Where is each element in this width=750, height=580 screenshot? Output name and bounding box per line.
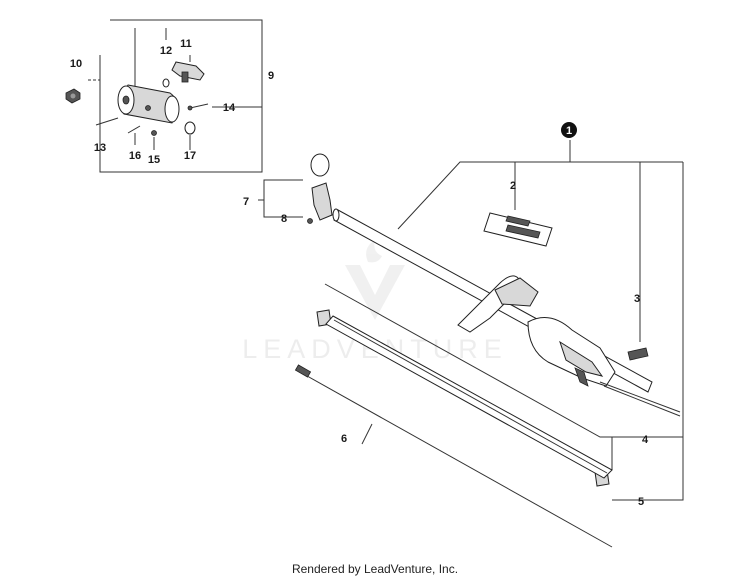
guard-parts: [316, 283, 683, 487]
nut-15: [151, 130, 157, 136]
callout-17: 17: [184, 150, 196, 162]
callout-labels: 1 2 3 4 5 6 7 8 9 10 11 12 13 14 15 16 1…: [70, 38, 649, 508]
inset-assembly: [65, 19, 263, 173]
callout-14: 14: [223, 102, 236, 114]
clamp-housing: [117, 84, 180, 124]
footer-credit: Rendered by LeadVenture, Inc.: [291, 562, 459, 576]
small-clip: [627, 347, 649, 361]
callout-5: 5: [638, 496, 644, 508]
callout-15: 15: [148, 154, 160, 166]
callout-11: 11: [180, 38, 192, 50]
flex-drive-shaft: [294, 364, 613, 548]
callout-2: 2: [510, 180, 516, 192]
main-shaft-assembly: [332, 140, 684, 501]
knob-part: [171, 61, 205, 83]
callout-16: 16: [129, 150, 141, 162]
callout-6: 6: [341, 433, 347, 445]
callout-circle-1: [561, 122, 577, 138]
callout-12: 12: [160, 45, 172, 57]
washer-12: [162, 78, 170, 88]
callout-10: 10: [70, 58, 82, 70]
callout-9: 9: [268, 70, 274, 82]
callout-4: 4: [642, 434, 649, 446]
callout-8: 8: [281, 213, 287, 225]
callout-7: 7: [243, 196, 249, 208]
washer-17: [184, 121, 196, 135]
callout-3: 3: [634, 293, 640, 305]
callout-1: 1: [566, 125, 572, 137]
hanger-assembly: [258, 153, 333, 224]
nut-10: [65, 88, 81, 104]
decal-label: [483, 212, 553, 247]
callout-13: 13: [94, 142, 106, 154]
